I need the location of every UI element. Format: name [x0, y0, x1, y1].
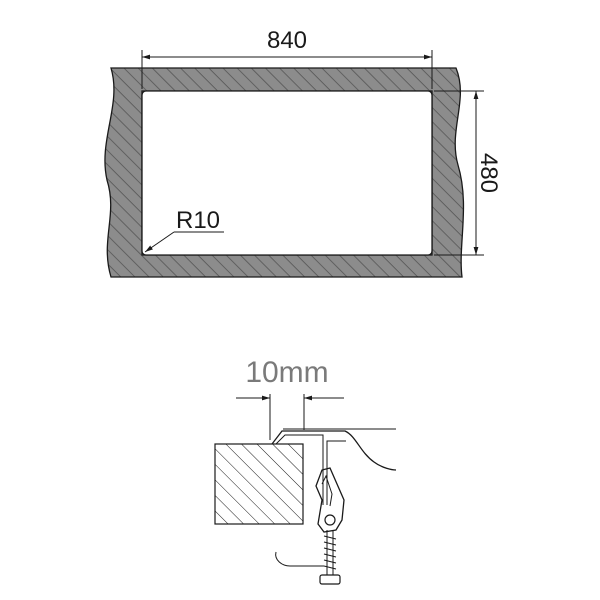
height-dimension: 480	[434, 90, 502, 256]
clamping-screw	[319, 530, 341, 585]
worktop-section	[214, 443, 304, 525]
cutout-opening	[141, 90, 433, 256]
width-dimension-label: 840	[267, 27, 307, 54]
mounting-clip	[315, 467, 345, 533]
clip-spring	[275, 551, 324, 567]
gap-dimension-label: 10mm	[245, 356, 328, 389]
detail-view: 10mm	[214, 356, 397, 585]
gap-dimension	[236, 394, 344, 440]
radius-label: R10	[176, 207, 220, 234]
height-dimension-label: 480	[475, 153, 502, 193]
screw-head	[319, 574, 341, 585]
clip-pivot	[324, 514, 336, 526]
top-view: 840 480 R10	[104, 27, 502, 278]
mounting-clip-slot	[321, 474, 333, 507]
sink-rim-flange	[326, 440, 346, 505]
sink-rim-profile	[271, 430, 397, 471]
radius-callout: R10	[144, 207, 224, 253]
width-dimension: 840	[141, 27, 433, 89]
